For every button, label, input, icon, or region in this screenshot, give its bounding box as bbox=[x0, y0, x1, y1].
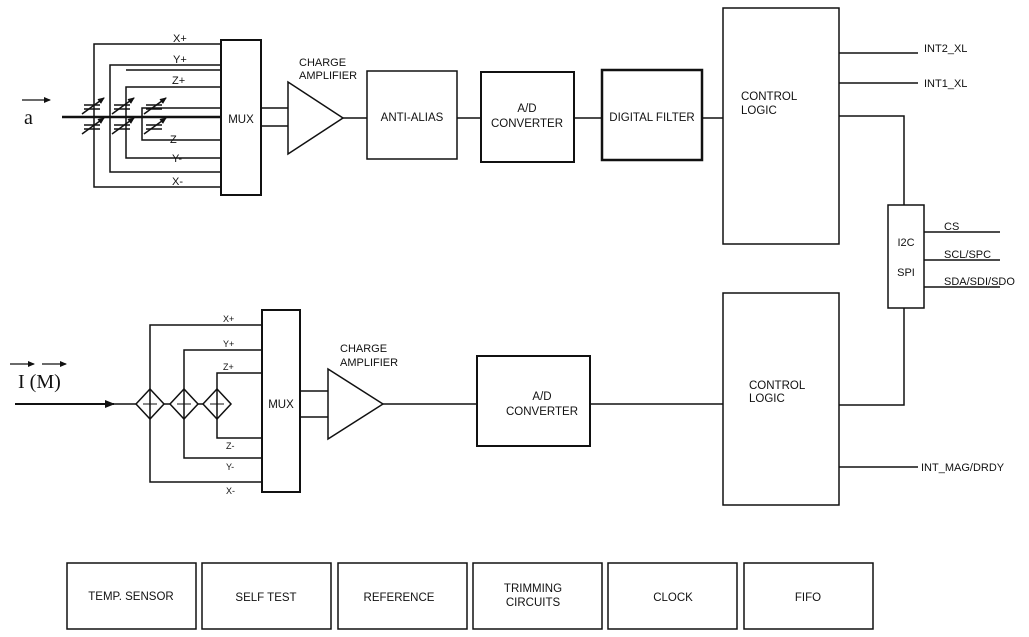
pin-sda-label: SDA/SDI/SDO bbox=[944, 276, 1015, 288]
accel-mux bbox=[220, 39, 262, 196]
accel-control-label-1: CONTROL bbox=[741, 91, 798, 103]
accel-adc-block bbox=[480, 71, 575, 163]
accel-control-logic bbox=[722, 7, 840, 245]
int2-xl-label: INT2_XL bbox=[924, 43, 967, 55]
accel-sensor-network bbox=[22, 43, 221, 188]
accel-adc-label-1: A/D bbox=[517, 103, 536, 115]
reference-label: REFERENCE bbox=[364, 592, 435, 604]
mag-axis-z-minus: Z- bbox=[226, 441, 235, 451]
mag-axis-y-minus: Y- bbox=[226, 462, 234, 472]
mag-amp-label-2: AMPLIFIER bbox=[340, 357, 398, 369]
accel-axis-y-minus: Y- bbox=[172, 153, 182, 165]
pin-cs-label: CS bbox=[944, 221, 959, 233]
accel-axis-x-plus: X+ bbox=[173, 33, 187, 45]
accel-mux-label: MUX bbox=[228, 114, 254, 126]
mag-mux-label: MUX bbox=[268, 399, 294, 411]
mag-control-label-2: LOGIC bbox=[749, 393, 785, 405]
accel-amp-label-1: CHARGE bbox=[299, 57, 346, 69]
accel-axis-z-minus: Z- bbox=[170, 134, 181, 146]
anti-alias-label: ANTI-ALIAS bbox=[381, 112, 444, 124]
fifo-block bbox=[743, 562, 874, 630]
mag-axis-x-plus: X+ bbox=[223, 314, 234, 324]
accel-charge-amplifier bbox=[287, 80, 345, 156]
reference-block bbox=[337, 562, 468, 630]
mag-input-label: I (M) bbox=[18, 371, 61, 393]
mag-charge-amplifier bbox=[327, 367, 385, 441]
anti-alias-block bbox=[366, 70, 458, 160]
clock-block bbox=[607, 562, 738, 630]
temp-sensor-block bbox=[66, 562, 197, 630]
mag-adc-block bbox=[476, 355, 591, 447]
digital-filter-block bbox=[600, 68, 704, 162]
int-mag-drdy-label: INT_MAG/DRDY bbox=[921, 462, 1005, 474]
spi-label: SPI bbox=[897, 267, 915, 279]
accel-adc-label-2: CONVERTER bbox=[491, 118, 563, 130]
self-test-label: SELF TEST bbox=[235, 592, 296, 604]
digital-filter-label: DIGITAL FILTER bbox=[609, 112, 694, 124]
accel-axis-x-minus: X- bbox=[172, 176, 183, 188]
fifo-label: FIFO bbox=[795, 592, 821, 604]
i2c-label: I2C bbox=[897, 237, 914, 249]
clock-label: CLOCK bbox=[653, 592, 693, 604]
accel-axis-z-plus: Z+ bbox=[172, 75, 185, 87]
self-test-block bbox=[201, 562, 332, 630]
int1-xl-label: INT1_XL bbox=[924, 78, 967, 90]
mag-mux bbox=[261, 309, 301, 493]
trimming-label-2: CIRCUITS bbox=[506, 597, 561, 609]
i2c-spi-block bbox=[887, 204, 925, 309]
trimming-circuits-block bbox=[472, 562, 603, 630]
accel-amp-label-2: AMPLIFIER bbox=[299, 70, 357, 82]
mag-control-logic bbox=[722, 292, 840, 506]
trimming-label-1: TRIMMING bbox=[504, 583, 562, 595]
mag-axis-z-plus: Z+ bbox=[223, 362, 234, 372]
temp-sensor-label: TEMP. SENSOR bbox=[88, 591, 173, 603]
mag-bridge-network bbox=[114, 324, 262, 483]
mag-axis-y-plus: Y+ bbox=[223, 339, 234, 349]
mag-axis-x-minus: X- bbox=[226, 486, 235, 496]
mag-adc-label-2: CONVERTER bbox=[506, 406, 578, 418]
accel-axis-y-plus: Y+ bbox=[173, 54, 187, 66]
mag-amp-label-1: CHARGE bbox=[340, 343, 387, 355]
accel-control-label-2: LOGIC bbox=[741, 105, 777, 117]
mag-control-label-1: CONTROL bbox=[749, 380, 806, 392]
pin-scl-label: SCL/SPC bbox=[944, 249, 991, 261]
accel-input-label: a bbox=[24, 107, 33, 129]
mag-adc-label-1: A/D bbox=[532, 391, 551, 403]
